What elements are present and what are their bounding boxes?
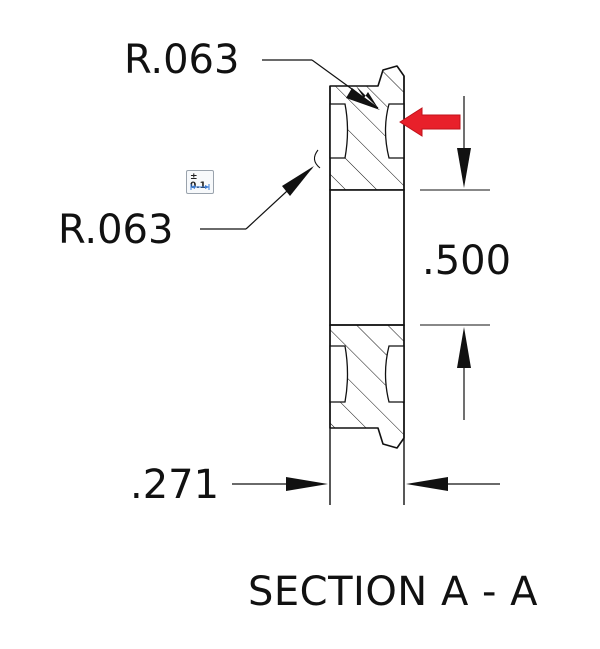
highlight-arrow[interactable] (399, 107, 461, 137)
radius-top-label: R.063 (124, 37, 240, 83)
lower-section (329, 324, 405, 449)
tolerance-label: ± 0.1 (190, 172, 206, 191)
bore-width-label: .500 (422, 238, 512, 284)
leader-radius-left (200, 149, 321, 230)
tolerance-icon (190, 184, 210, 190)
leader-radius-top (262, 59, 380, 110)
dimension-thickness (232, 477, 500, 491)
section-title: SECTION A - A (248, 569, 539, 615)
thickness-label: .271 (130, 462, 220, 508)
upper-section (329, 65, 405, 191)
radius-left-label: R.063 (58, 207, 174, 253)
dimension-bore (420, 96, 490, 420)
tolerance-button[interactable]: ± 0.1 (186, 170, 214, 194)
bore-region (329, 189, 405, 326)
